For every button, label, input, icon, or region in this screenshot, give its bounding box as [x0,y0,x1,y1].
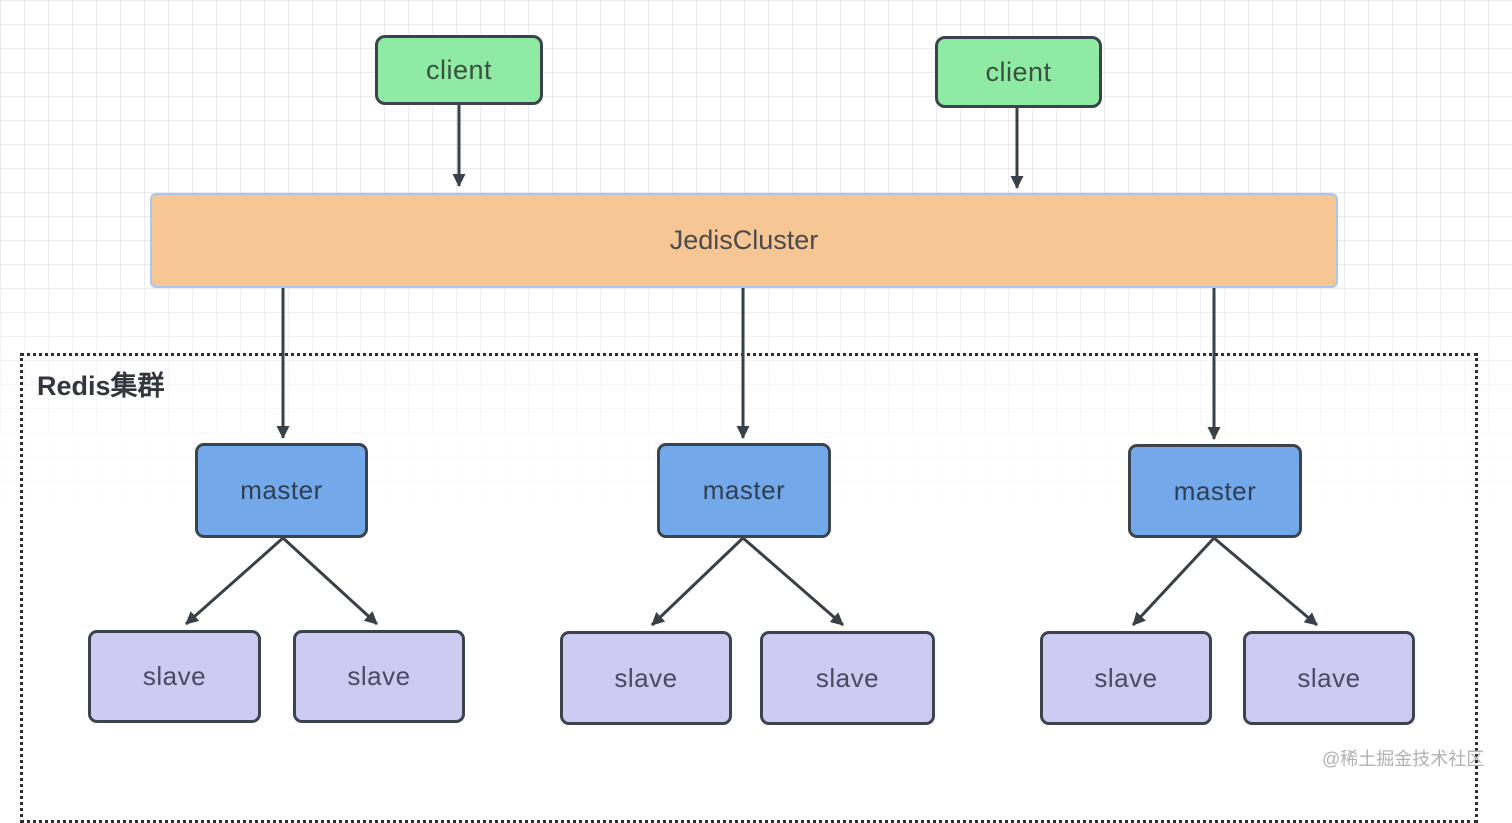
jediscluster-label: JedisCluster [669,225,819,255]
juejin-watermark: @稀土掘金技术社区 [1322,749,1485,769]
master-node-1-label: master [240,475,323,505]
slave-node-3: slave [560,631,732,725]
master-node-2: master [657,443,831,538]
slave-node-1-label: slave [142,661,207,691]
jediscluster-bar: JedisCluster [150,193,1338,288]
master-node-1: master [195,443,368,538]
slave-node-4: slave [760,631,935,725]
slave-node-1: slave [88,630,261,723]
slave-node-6-label: slave [1297,662,1361,693]
master-node-3: master [1128,444,1302,538]
redis-cluster-label: Redis集群 [37,371,165,401]
master-node-2-label: master [702,475,786,505]
slave-node-4-label: slave [815,662,880,693]
slave-node-2: slave [293,630,465,723]
slave-node-2-label: slave [347,661,411,691]
slave-node-5-label: slave [1094,662,1158,693]
client-node-1: client [375,35,543,105]
slave-node-3-label: slave [614,662,678,693]
client-node-1-label: client [425,54,493,85]
client-node-2-label: client [985,56,1052,87]
master-node-3-label: master [1173,475,1257,506]
slave-node-5: slave [1040,631,1212,725]
client-node-2: client [935,36,1102,108]
slave-node-6: slave [1243,631,1415,725]
redis-cluster-boundary: Redis集群 [20,353,1478,823]
